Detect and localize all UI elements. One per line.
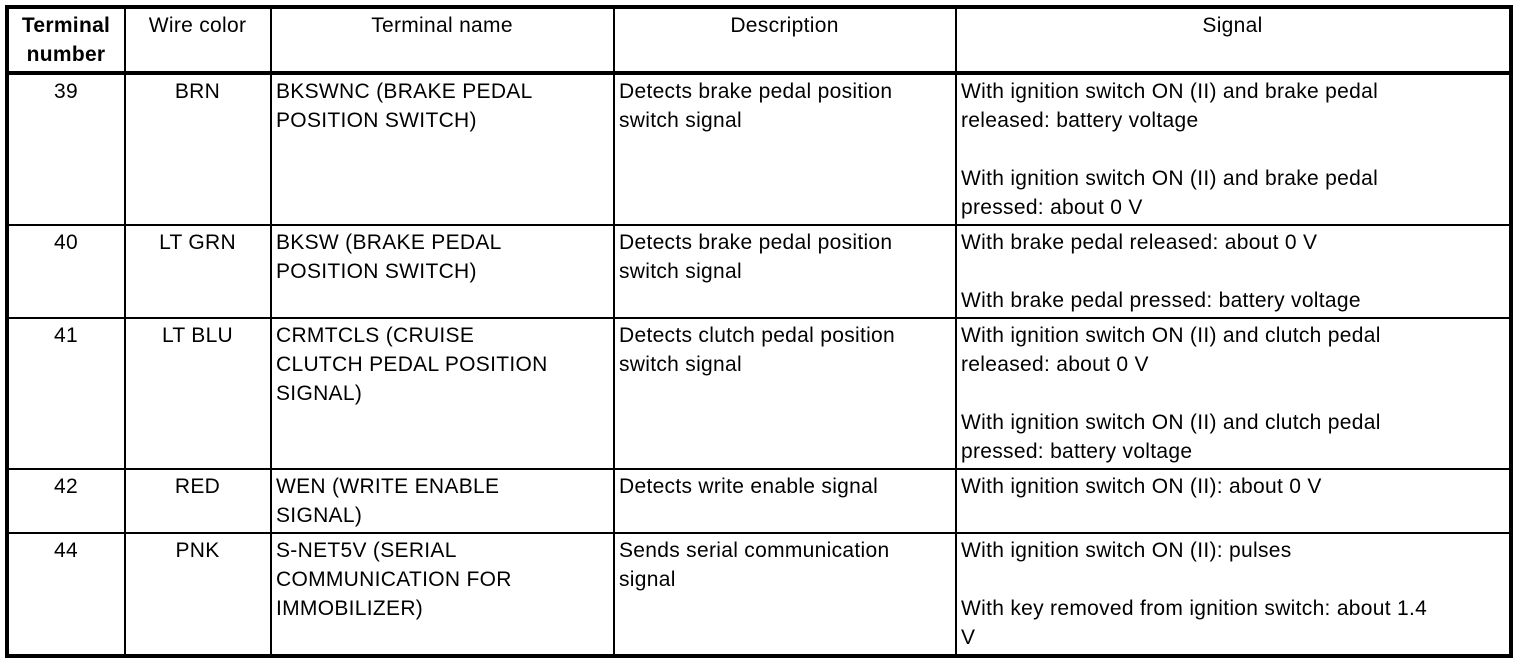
terminal-reference-table: Terminal number Wire color Terminal name… <box>5 5 1513 658</box>
table-row: 42 RED WEN (WRITE ENABLE SIGNAL) Detects… <box>6 468 1512 534</box>
cell-wire-color: BRN <box>124 72 272 226</box>
cell-signal: With ignition switch ON (II): about 0 V <box>955 468 1512 534</box>
cell-signal: With ignition switch ON (II) and clutch … <box>955 317 1512 470</box>
cell-terminal-number: 41 <box>6 317 126 470</box>
table-row: 39 BRN BKSWNC (BRAKE PEDAL POSITION SWIT… <box>6 72 1512 226</box>
cell-terminal-number: 40 <box>6 224 126 319</box>
cell-description: Detects brake pedal position switch sign… <box>613 224 957 319</box>
column-header-signal: Signal <box>955 6 1512 75</box>
cell-wire-color: LT BLU <box>124 317 272 470</box>
cell-terminal-number: 39 <box>6 72 126 226</box>
cell-wire-color: LT GRN <box>124 224 272 319</box>
cell-description: Sends serial communication signal <box>613 532 957 657</box>
cell-terminal-number: 44 <box>6 532 126 657</box>
column-header-wire-color: Wire color <box>124 6 272 75</box>
cell-terminal-name: S-NET5V (SERIAL COMMUNICATION FOR IMMOBI… <box>270 532 615 657</box>
cell-description: Detects brake pedal position switch sign… <box>613 72 957 226</box>
cell-signal: With ignition switch ON (II): pulses Wit… <box>955 532 1512 657</box>
table-row: 44 PNK S-NET5V (SERIAL COMMUNICATION FOR… <box>6 532 1512 657</box>
column-header-terminal-name: Terminal name <box>270 6 615 75</box>
cell-description: Detects write enable signal <box>613 468 957 534</box>
column-header-terminal-number: Terminal number <box>6 6 126 75</box>
cell-terminal-name: BKSW (BRAKE PEDAL POSITION SWITCH) <box>270 224 615 319</box>
cell-signal: With ignition switch ON (II) and brake p… <box>955 72 1512 226</box>
column-header-description: Description <box>613 6 957 75</box>
header-row: Terminal number Wire color Terminal name… <box>6 6 1512 75</box>
cell-wire-color: RED <box>124 468 272 534</box>
cell-wire-color: PNK <box>124 532 272 657</box>
cell-signal: With brake pedal released: about 0 V Wit… <box>955 224 1512 319</box>
cell-terminal-number: 42 <box>6 468 126 534</box>
cell-terminal-name: WEN (WRITE ENABLE SIGNAL) <box>270 468 615 534</box>
cell-terminal-name: CRMTCLS (CRUISE CLUTCH PEDAL POSITION SI… <box>270 317 615 470</box>
cell-terminal-name: BKSWNC (BRAKE PEDAL POSITION SWITCH) <box>270 72 615 226</box>
table-row: 41 LT BLU CRMTCLS (CRUISE CLUTCH PEDAL P… <box>6 317 1512 470</box>
table-row: 40 LT GRN BKSW (BRAKE PEDAL POSITION SWI… <box>6 224 1512 319</box>
cell-description: Detects clutch pedal position switch sig… <box>613 317 957 470</box>
